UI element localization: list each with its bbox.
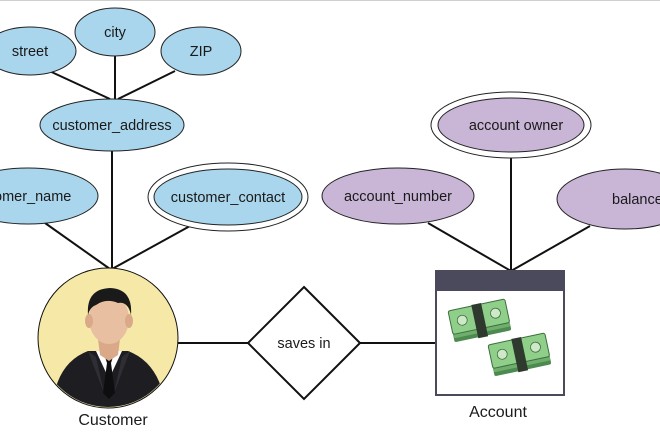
attribute-street-label: street bbox=[12, 44, 48, 60]
attribute-customer-address-label: customer_address bbox=[52, 118, 171, 134]
attribute-balance-label: balance bbox=[612, 192, 660, 208]
entity-account-label: Account bbox=[469, 404, 527, 421]
attribute-customer-contact: customer_contact bbox=[147, 162, 309, 232]
attribute-customer-name-label: omer_name bbox=[0, 189, 71, 205]
line-number-to-account bbox=[427, 222, 512, 272]
attribute-balance: balance bbox=[556, 168, 660, 230]
line-zip-to-address bbox=[117, 70, 176, 100]
account-box-header bbox=[436, 271, 564, 291]
line-street-to-address bbox=[44, 68, 111, 100]
entity-customer-label: Customer bbox=[78, 412, 148, 429]
attribute-street: street bbox=[0, 26, 77, 76]
attribute-zip-label: ZIP bbox=[190, 44, 213, 60]
attribute-zip: ZIP bbox=[160, 26, 242, 76]
attribute-city-label: city bbox=[104, 25, 127, 41]
attribute-account-owner-label: account owner bbox=[469, 118, 563, 134]
attribute-customer-name: omer_name bbox=[0, 167, 99, 225]
attribute-city: city bbox=[74, 7, 156, 57]
attribute-account-owner: account owner bbox=[430, 91, 592, 159]
line-contact-to-customer bbox=[111, 225, 191, 270]
entity-account: Account bbox=[435, 270, 565, 421]
businessman-avatar-icon bbox=[52, 288, 166, 407]
entity-customer: Customer bbox=[37, 267, 179, 429]
line-balance-to-account bbox=[510, 225, 591, 272]
relationship-saves-in: saves in bbox=[246, 285, 362, 401]
money-stacks-icon bbox=[447, 298, 552, 376]
attribute-account-number: account_number bbox=[321, 167, 475, 225]
connector-lines bbox=[44, 56, 591, 344]
attribute-account-number-label: account_number bbox=[344, 189, 452, 205]
relationship-saves-in-label: saves in bbox=[277, 336, 330, 352]
attribute-customer-contact-label: customer_contact bbox=[171, 190, 285, 206]
line-name-to-customer bbox=[44, 222, 111, 270]
attribute-customer-address: customer_address bbox=[39, 98, 185, 152]
